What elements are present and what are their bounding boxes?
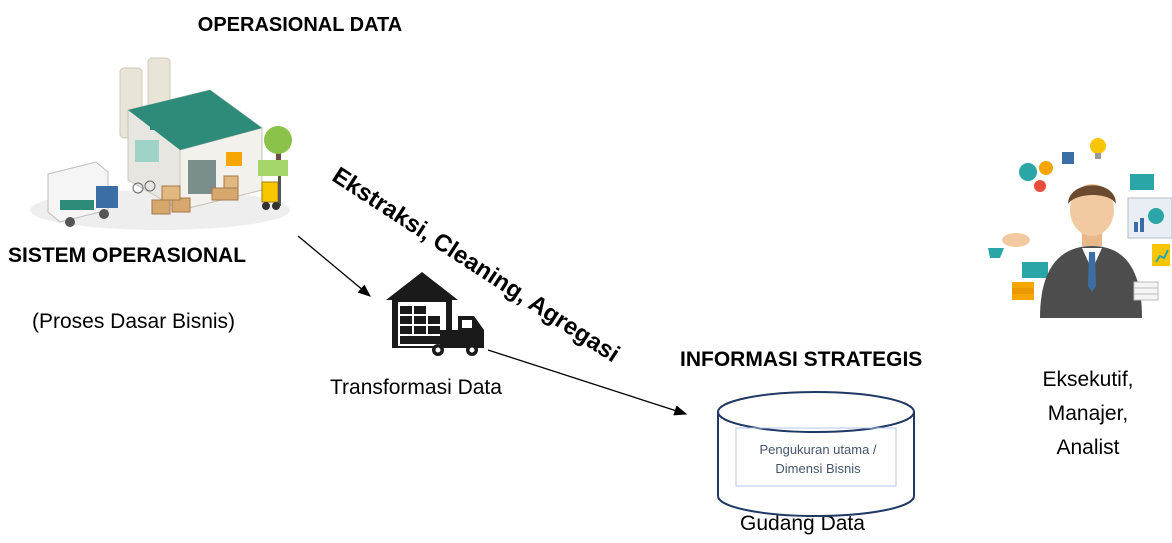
database-content: Pengukuran utama / Dimensi Bisnis [728, 440, 908, 478]
business-analyst-illustration [988, 138, 1172, 318]
role-analyst: Analist [1056, 436, 1120, 459]
strategic-info-label: INFORMASI STRATEGIS [680, 348, 923, 371]
role-manager: Manajer, [1047, 402, 1129, 425]
arrow-to-transformation [297, 235, 371, 297]
business-process-label: (Proses Dasar Bisnis) [32, 310, 236, 333]
database-content-line-2: Dimensi Bisnis [775, 461, 861, 476]
role-executive: Eksekutif, [1042, 368, 1134, 391]
warehouse-truck-icon [386, 272, 484, 356]
factory-icon [30, 57, 292, 230]
operational-data-title: OPERASIONAL DATA [197, 14, 403, 36]
database-content-line-1: Pengukuran utama / [759, 442, 877, 457]
operational-system-label: SISTEM OPERASIONAL [8, 244, 247, 267]
database-cylinder-icon [717, 391, 915, 517]
data-warehouse-label: Gudang Data [740, 512, 865, 535]
arrow-to-warehouse [487, 349, 688, 416]
transformation-label: Transformasi Data [330, 376, 502, 399]
